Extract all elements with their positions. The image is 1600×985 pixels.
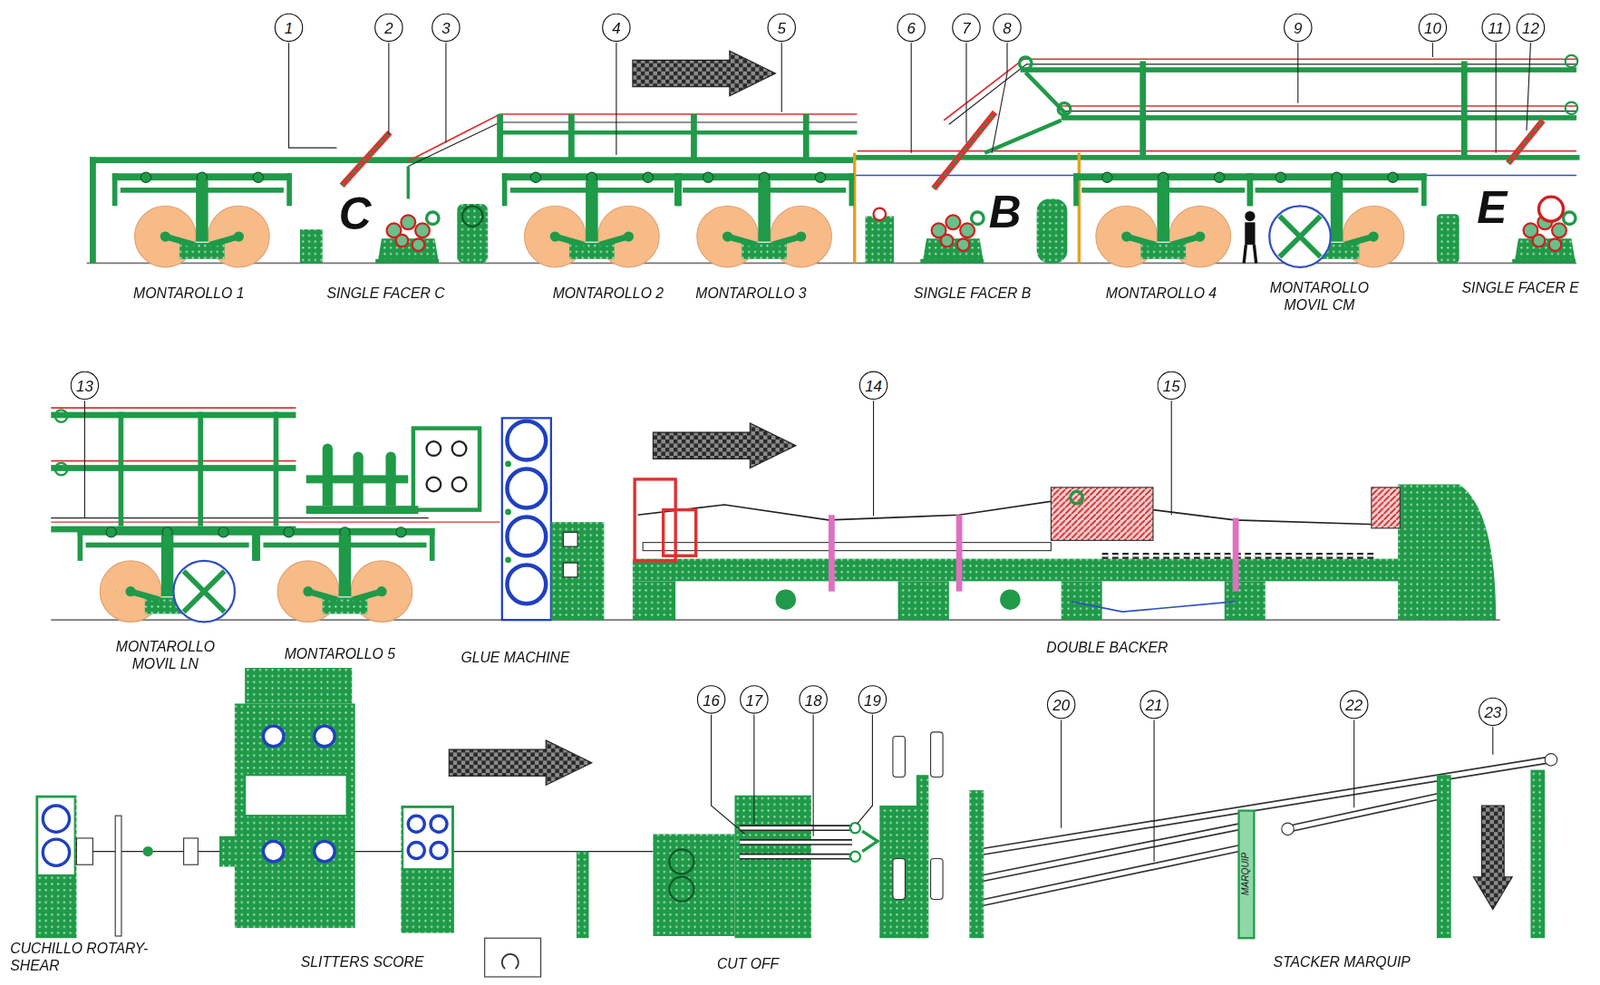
callout-number: 3 [441, 19, 450, 36]
callout-number: 10 [1424, 19, 1442, 36]
callout-circle: 19 [858, 685, 888, 715]
callout-circle: 14 [859, 371, 889, 401]
callout-number: 5 [777, 19, 786, 36]
machine-label: SINGLE FACER C [326, 284, 445, 302]
callout-number: 21 [1145, 697, 1164, 713]
callout-circle: 23 [1478, 698, 1508, 728]
machine-label: SINGLE FACER E [1462, 279, 1580, 297]
section-letter: B [989, 185, 1022, 240]
machine-label: SINGLE FACER B [913, 284, 1031, 302]
row-three [35, 668, 1557, 978]
callout-number: 1 [284, 19, 293, 36]
machine-label: DOUBLE BACKER [1046, 640, 1168, 658]
callout-number: 19 [863, 691, 882, 708]
brand-mark: MARQUIP [1240, 853, 1251, 896]
callout-circle: 15 [1156, 371, 1186, 401]
callout-number: 2 [384, 19, 393, 36]
section-letter: E [1476, 181, 1507, 235]
callout-number: 14 [864, 378, 883, 394]
callout-circle: 21 [1139, 690, 1169, 720]
section-letter: C [339, 187, 372, 242]
callout-circle: 6 [896, 13, 926, 43]
callout-number: 8 [1002, 19, 1011, 36]
callout-circle: 8 [992, 13, 1022, 43]
row-one [87, 50, 1581, 268]
callout-circle: 16 [697, 685, 727, 715]
callout-number: 17 [745, 691, 763, 708]
machine-label: STACKER MARQUIP [1273, 953, 1411, 971]
callout-circle: 13 [70, 371, 100, 401]
callout-circle: 12 [1516, 13, 1546, 43]
machine-label: CUCHILLO ROTARY- SHEAR [9, 940, 179, 975]
leader-lines [84, 42, 1531, 863]
callout-circle: 17 [739, 685, 769, 715]
callout-circle: 3 [431, 13, 461, 43]
machine-label: MONTAROLLO 2 [552, 284, 664, 302]
callout-number: 15 [1163, 378, 1181, 394]
machine-label: MONTAROLLO 4 [1105, 284, 1217, 302]
machine-label: GLUE MACHINE [460, 649, 570, 668]
callout-number: 18 [804, 691, 823, 708]
callout-circle: 5 [766, 13, 796, 43]
machine-label: MONTAROLLO MOVIL LN [107, 638, 223, 673]
callout-circle: 4 [601, 13, 631, 43]
callout-number: 20 [1052, 697, 1070, 713]
callout-number: 16 [702, 691, 720, 708]
callout-circle: 22 [1339, 690, 1369, 720]
callout-number: 13 [76, 378, 94, 394]
machine-label: MONTAROLLO MOVIL CM [1261, 279, 1377, 314]
callout-number: 4 [611, 19, 621, 36]
machine-label: MONTAROLLO 5 [284, 645, 396, 663]
callout-number: 12 [1522, 19, 1540, 36]
callout-number: 23 [1483, 704, 1502, 720]
callout-circle: 18 [798, 685, 828, 715]
callout-number: 6 [907, 19, 916, 36]
callout-circle: 11 [1481, 13, 1511, 43]
callout-number: 7 [961, 19, 970, 36]
callout-circle: 20 [1047, 690, 1077, 720]
row-two [50, 407, 1500, 622]
callout-number: 11 [1487, 19, 1504, 36]
machine-label: MONTAROLLO 1 [133, 284, 244, 302]
machine-label: CUT OFF [717, 955, 779, 973]
callout-circle: 9 [1283, 13, 1313, 43]
callout-circle: 10 [1418, 13, 1448, 43]
machine-label: MONTAROLLO 3 [695, 284, 806, 302]
callout-number: 9 [1293, 19, 1302, 36]
callout-circle: 2 [374, 13, 404, 43]
callout-circle: 1 [274, 13, 304, 43]
callout-number: 22 [1345, 697, 1363, 713]
machine-label: SLITTERS SCORE [300, 953, 425, 971]
callout-circle: 7 [951, 13, 981, 43]
